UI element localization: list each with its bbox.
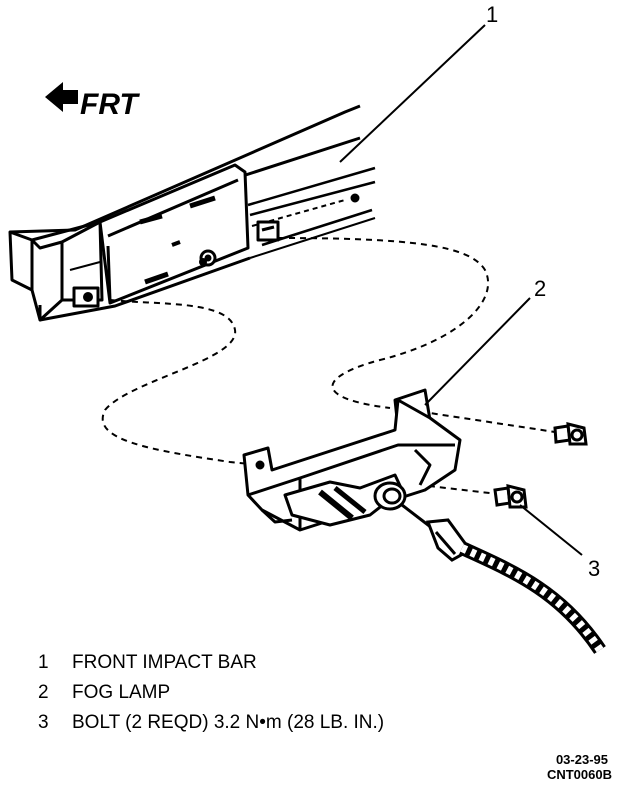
legend-text: FRONT IMPACT BAR <box>72 652 257 673</box>
legend-text: FOG LAMP <box>72 682 170 703</box>
callout-1: 1 <box>486 2 498 27</box>
legend-number: 1 <box>38 652 49 673</box>
parts-legend: 1 FRONT IMPACT BAR 2 FOG LAMP 3 BOLT (2 … <box>38 652 384 733</box>
legend-number: 3 <box>38 712 49 733</box>
callout-3: 3 <box>588 556 600 581</box>
front-direction-indicator: FRT <box>45 82 140 121</box>
footer-drawing-code: CNT0060B <box>547 767 612 782</box>
front-impact-bar <box>8 104 376 322</box>
legend-text: BOLT (2 REQD) 3.2 N•m (28 LB. IN.) <box>72 712 384 733</box>
footer-date: 03-23-95 <box>556 752 608 767</box>
front-arrow-icon <box>45 82 78 112</box>
bolt-center <box>493 484 528 509</box>
callout-2: 2 <box>534 276 546 301</box>
wiring-harness <box>401 503 606 654</box>
hidden-lines <box>101 237 556 495</box>
bolt-right <box>553 422 588 446</box>
front-direction-label: FRT <box>80 88 140 121</box>
leader-lines <box>339 24 583 556</box>
legend-number: 2 <box>38 682 49 703</box>
fog-lamp-assembly <box>242 388 462 532</box>
